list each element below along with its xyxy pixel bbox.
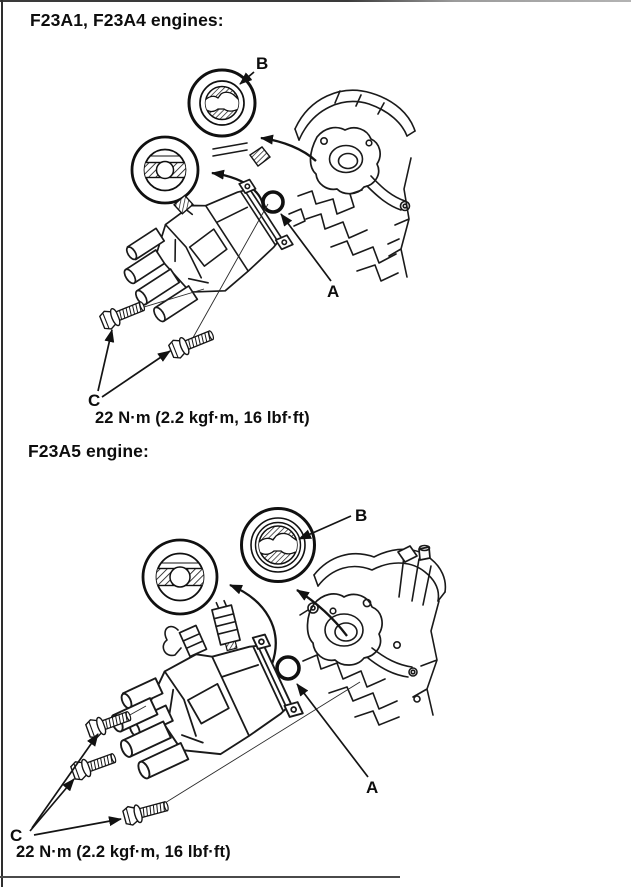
- rotor-center-mark: [155, 160, 175, 180]
- slot-alignment-mark-inset: [141, 538, 219, 616]
- distributor-illustration: [110, 633, 304, 780]
- cap-towers: [123, 227, 199, 323]
- engine-block-illustration: [299, 544, 447, 726]
- o-ring-illustration: [275, 655, 301, 681]
- callout-a-arrow: [280, 213, 332, 282]
- callout-c-label: C: [10, 826, 22, 845]
- section-title: F23A1, F23A4 engines:: [30, 10, 224, 30]
- callout-c-label: C: [88, 391, 100, 410]
- harness-connector-illustration: [249, 146, 271, 167]
- callout-a-arrow: [296, 683, 369, 778]
- mounting-bolt-illustration: [97, 296, 148, 332]
- callout-a-label: A: [327, 282, 339, 301]
- diagram-f23a1-f23a4: B A C: [88, 54, 416, 410]
- mounting-bolt-illustration: [166, 325, 217, 361]
- torque-spec: 22 N·m (2.2 kgf·m, 16 lbf·ft): [95, 409, 310, 427]
- distributor-ears: [251, 633, 304, 718]
- slot-alignment-mark-inset: [130, 135, 200, 205]
- wire-connector-illustration: [178, 624, 208, 658]
- callout-b-label: B: [355, 506, 367, 525]
- leader-lines: [212, 142, 248, 157]
- callout-c-arrow: [31, 733, 99, 829]
- bolt-axis-lines: [127, 681, 361, 812]
- side-connector-illustration: [173, 194, 194, 215]
- page-left-border: [1, 0, 3, 887]
- callout-c-arrow: [101, 350, 171, 398]
- page-bottom-rule: [0, 876, 400, 878]
- page-top-border: [0, 0, 631, 2]
- callout-b-arrow: [239, 71, 255, 85]
- coupling-b-inset: [187, 68, 257, 138]
- distributor-ears: [238, 178, 294, 251]
- rotor-center-mark: [169, 566, 191, 588]
- distributor-illustration: [123, 178, 294, 323]
- mounting-bolt-illustration: [121, 795, 171, 828]
- section-title: F23A5 engine:: [28, 441, 149, 461]
- callout-c-arrow: [97, 329, 115, 392]
- torque-spec: 22 N·m (2.2 kgf·m, 16 lbf·ft): [16, 843, 231, 861]
- curved-arrow-to-slot-inset: [229, 583, 277, 665]
- harness-wire-illustration: [162, 625, 182, 657]
- o-ring-illustration: [261, 190, 285, 214]
- wire-connector-illustration: [211, 599, 241, 652]
- callout-b-label: B: [256, 54, 268, 73]
- callout-a-label: A: [366, 778, 378, 797]
- curved-arrow-to-coupling-inset: [296, 589, 348, 637]
- callout-c-arrow: [29, 778, 75, 832]
- coupling-b-inset: [240, 507, 316, 583]
- coupling-slot: [259, 532, 297, 555]
- diagram-f23a5: B A C: [10, 506, 447, 845]
- coupling-slot: [205, 91, 239, 113]
- engine-block-illustration: [288, 89, 416, 282]
- curved-arrow-to-coupling-inset: [260, 134, 317, 162]
- cap-towers: [110, 677, 190, 780]
- callout-c-arrow: [33, 816, 122, 836]
- callout-b-arrow: [298, 515, 352, 540]
